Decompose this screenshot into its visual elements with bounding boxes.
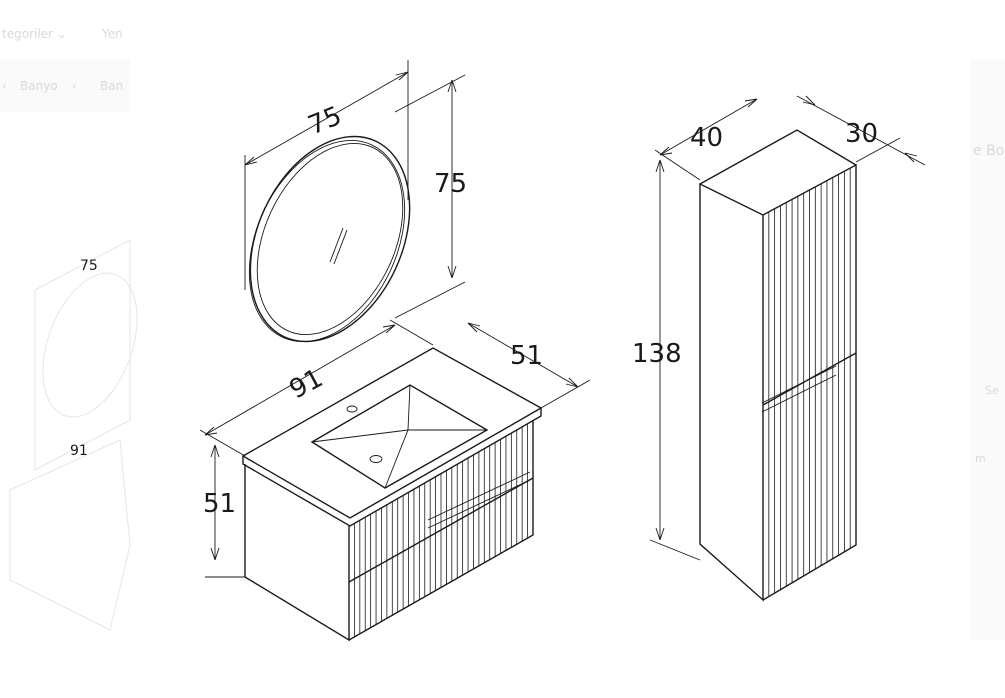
mirror-width-label: 75 [304, 101, 346, 141]
breadcrumb-bar [0, 60, 130, 112]
mirror-height-label: 75 [434, 169, 467, 199]
tall-width-label: 40 [690, 123, 723, 153]
side-heading: e Bo [973, 143, 1005, 159]
vanity-width-label: 91 [285, 363, 328, 405]
tall-depth-label: 30 [845, 119, 878, 149]
ghost-thumbnail: 75 91 [9, 239, 138, 631]
vanity-height-label: 51 [203, 489, 236, 519]
breadcrumb-chevron-icon: ‹ [72, 79, 77, 93]
vanity-drawing: 91 51 51 [199, 319, 591, 642]
tall-cabinet-drawing: 40 30 138 [632, 95, 926, 602]
vanity-depth-label: 51 [510, 341, 543, 371]
side-button[interactable]: Se [985, 384, 999, 397]
nav-categories[interactable]: tegoriler ⌄ [2, 27, 67, 41]
side-text: m [975, 452, 986, 465]
right-panel [970, 60, 1005, 640]
breadcrumb-item[interactable]: Banyo [20, 79, 58, 93]
ghost-label-mirror: 75 [80, 258, 98, 274]
tall-cabinet-slats [768, 168, 851, 597]
ghost-label-vanity: 91 [70, 443, 88, 459]
breadcrumb-back-icon[interactable]: ‹ [2, 79, 7, 93]
mirror-drawing: 75 75 [244, 60, 467, 343]
nav-categories-label: tegoriler [2, 27, 53, 41]
nav-new[interactable]: Yen [102, 27, 123, 41]
tall-height-label: 138 [632, 339, 682, 369]
chevron-down-icon: ⌄ [56, 27, 67, 41]
breadcrumb-next[interactable]: Ban [100, 79, 124, 93]
